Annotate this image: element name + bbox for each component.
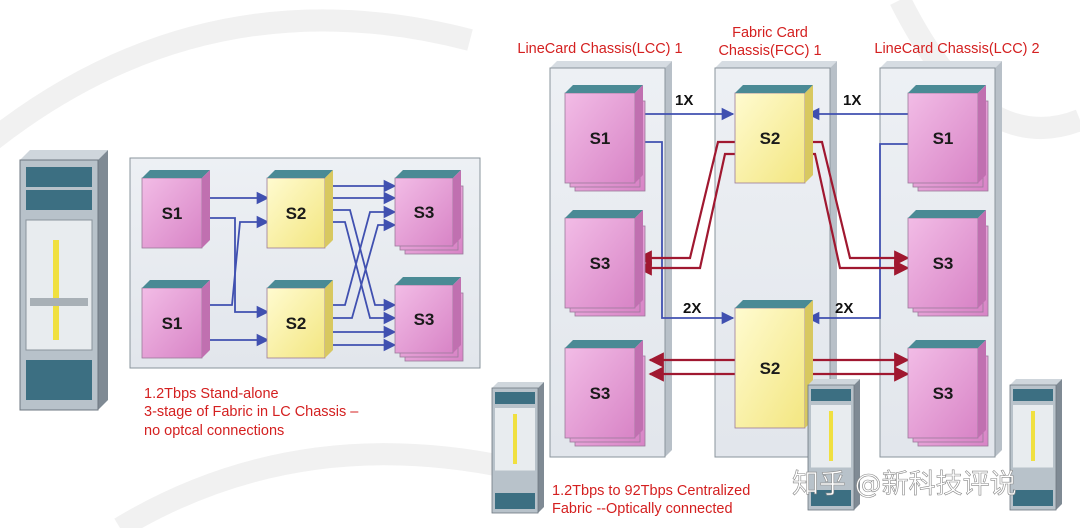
centralized-caption-line-1: 1.2Tbps to 92Tbps Centralized: [552, 483, 750, 499]
lcc1-s1-label: S1: [590, 129, 611, 148]
multiplier-2x-left: 2X: [683, 300, 701, 317]
standalone-links: [203, 179, 397, 352]
fcc1-s2-bottom: S2: [734, 300, 813, 429]
standalone-s3-top: S3: [394, 170, 464, 255]
lcc2-s3-bottom: S3: [907, 340, 989, 447]
standalone-s2-top-label: S2: [286, 204, 307, 223]
fcc1-s2-top: S2: [734, 85, 813, 184]
lcc2-title: LineCard Chassis(LCC) 2: [874, 41, 1039, 57]
standalone-s1-bottom: S1: [141, 280, 210, 359]
centralized-caption-line-2: Fabric --Optically connected: [552, 501, 733, 517]
multiplier-1x-right: 1X: [843, 92, 861, 109]
lcc2-rack-icon: [1009, 379, 1062, 511]
multiplier-1x-left: 1X: [675, 92, 693, 109]
fcc1-s2-bottom-label: S2: [760, 359, 781, 378]
lcc1-rack-icon: [491, 382, 544, 514]
standalone-caption-line-3: no optcal connections: [144, 423, 284, 439]
standalone-s3-bottom: S3: [394, 277, 464, 362]
centralized-blue-links: [638, 107, 908, 325]
standalone-s1-top: S1: [141, 170, 210, 249]
standalone-caption-line-1: 1.2Tbps Stand-alone: [144, 386, 279, 402]
standalone-rack-icon: [19, 150, 108, 411]
standalone-s3-top-label: S3: [414, 203, 435, 222]
lcc1-s3-bottom-label: S3: [590, 384, 611, 403]
standalone-s1-top-label: S1: [162, 204, 183, 223]
fcc1-title-line-1: Fabric Card: [732, 25, 808, 41]
lcc2-s3-bottom-label: S3: [933, 384, 954, 403]
standalone-caption-line-2: 3-stage of Fabric in LC Chassis –: [144, 404, 359, 420]
lcc1-title: LineCard Chassis(LCC) 1: [517, 41, 682, 57]
fcc1-s2-top-label: S2: [760, 129, 781, 148]
lcc1-s1: S1: [564, 85, 646, 192]
lcc2-s3-middle-label: S3: [933, 254, 954, 273]
standalone-s3-bottom-label: S3: [414, 310, 435, 329]
standalone-s2-bottom: S2: [266, 280, 333, 359]
lcc2-s1-label: S1: [933, 129, 954, 148]
standalone-s2-top: S2: [266, 170, 333, 249]
lcc2-s1: S1: [907, 85, 989, 192]
lcc1-s3-bottom: S3: [564, 340, 646, 447]
watermark: 知乎 @新科技评说: [792, 469, 1017, 500]
lcc1-s3-middle-label: S3: [590, 254, 611, 273]
lcc1-s3-middle: S3: [564, 210, 646, 317]
multiplier-2x-right: 2X: [835, 300, 853, 317]
standalone-s2-bottom-label: S2: [286, 314, 307, 333]
standalone-s1-bottom-label: S1: [162, 314, 183, 333]
lcc2-s3-middle: S3: [907, 210, 989, 317]
fcc1-title-line-2: Chassis(FCC) 1: [718, 43, 821, 59]
fcc1-rack-icon: [807, 379, 860, 511]
